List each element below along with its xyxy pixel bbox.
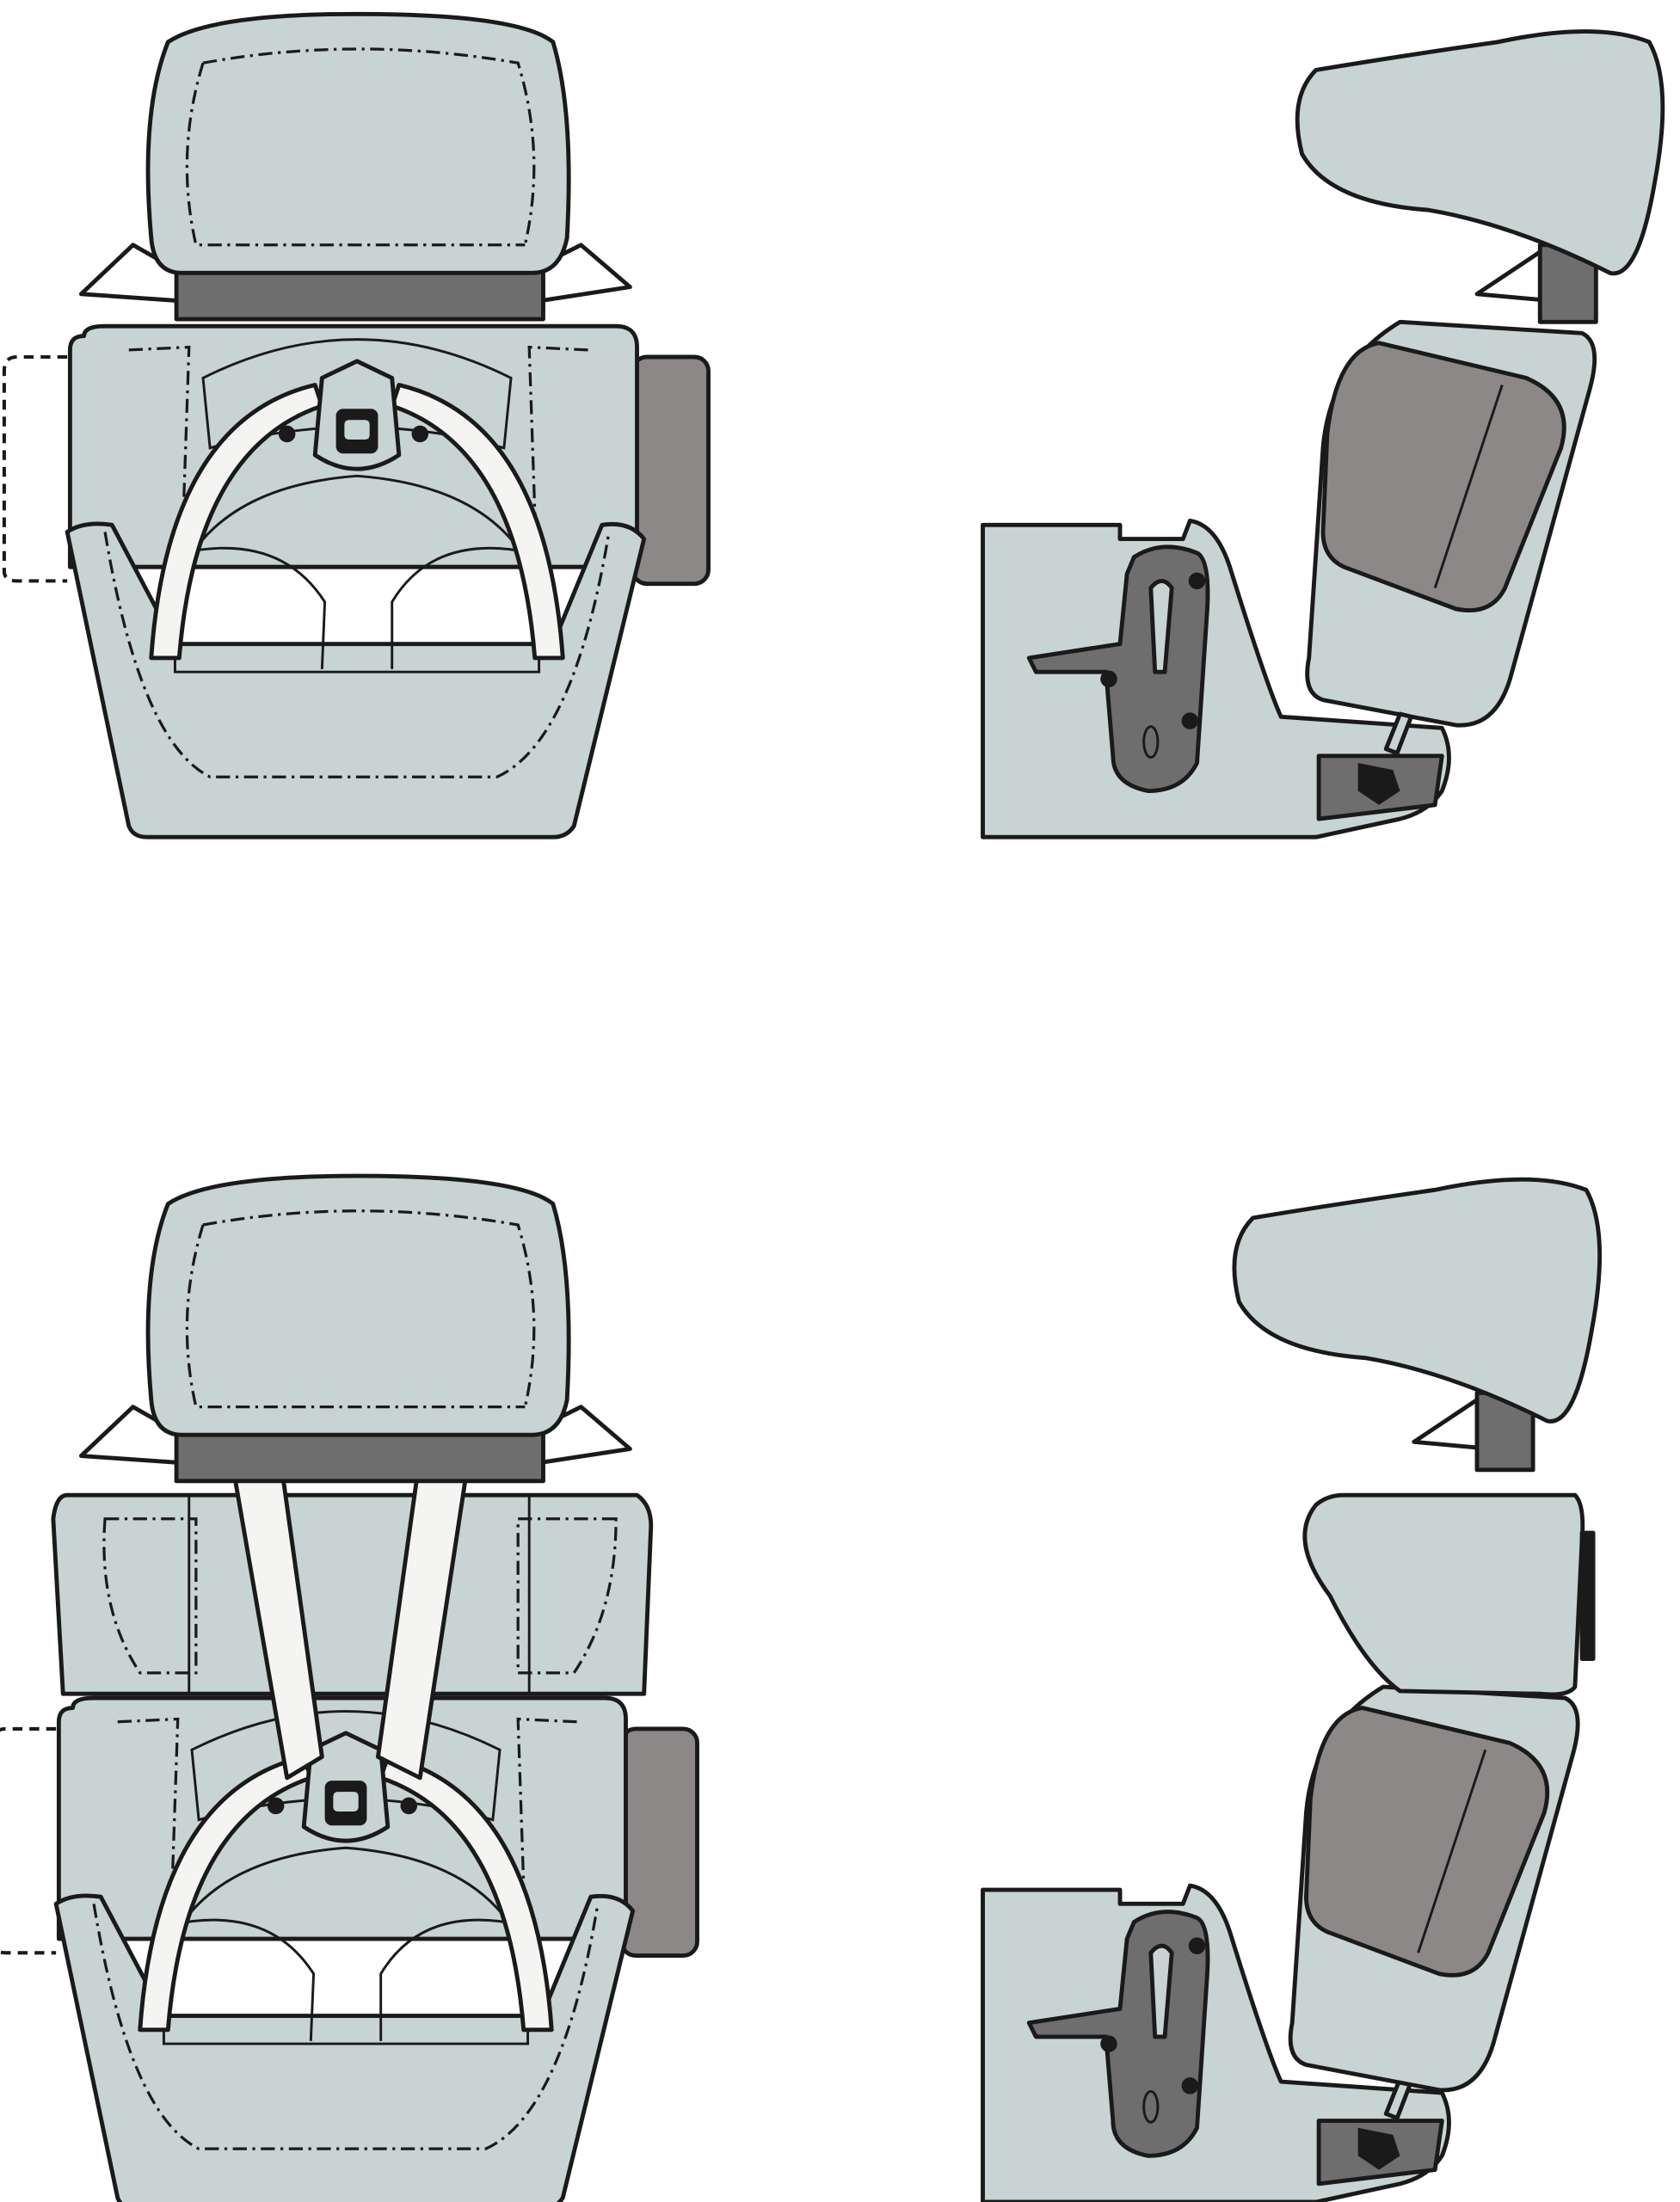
- seat-front-view-compact: [4, 14, 709, 837]
- seat-side-view-compact: [983, 32, 1663, 838]
- extension-module: [51, 1454, 654, 1781]
- seat-side-view-extended: [983, 1179, 1600, 2202]
- seat-front-view-extended: [0, 1176, 697, 2202]
- extension-module-side: [1302, 1492, 1596, 1697]
